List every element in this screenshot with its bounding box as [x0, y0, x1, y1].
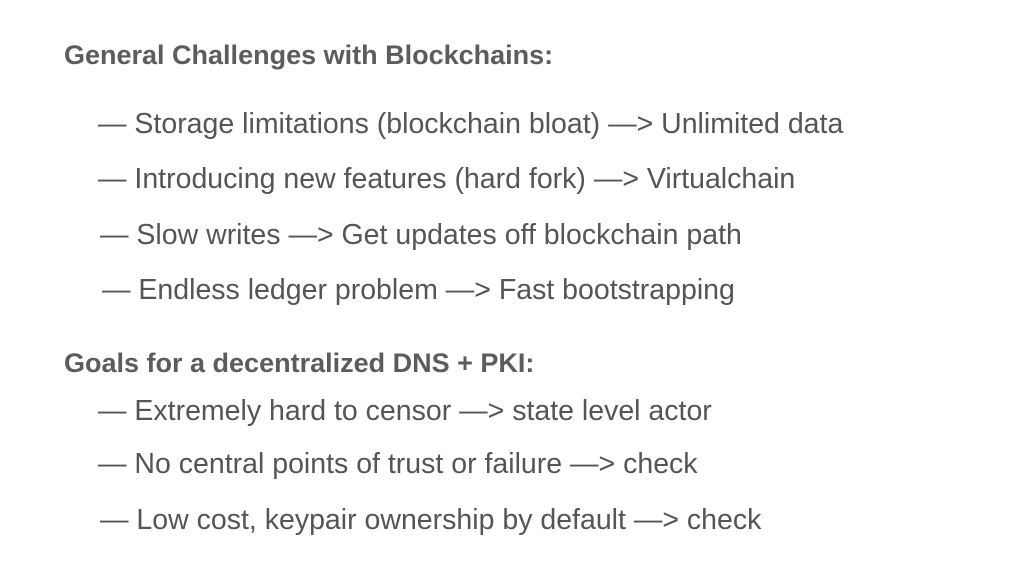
- challenge-item-slow-writes: — Slow writes —> Get updates off blockch…: [100, 219, 742, 251]
- goals-heading: Goals for a decentralized DNS + PKI:: [64, 348, 535, 378]
- goal-item-censorship: — Extremely hard to censor —> state leve…: [98, 395, 712, 427]
- challenges-heading: General Challenges with Blockchains:: [64, 40, 554, 70]
- goal-item-cost: — Low cost, keypair ownership by default…: [100, 504, 762, 536]
- challenge-item-ledger: — Endless ledger problem —> Fast bootstr…: [102, 274, 735, 306]
- challenge-item-features: — Introducing new features (hard fork) —…: [98, 163, 796, 195]
- challenge-item-storage: — Storage limitations (blockchain bloat)…: [98, 108, 844, 140]
- goal-item-trust: — No central points of trust or failure …: [98, 448, 698, 480]
